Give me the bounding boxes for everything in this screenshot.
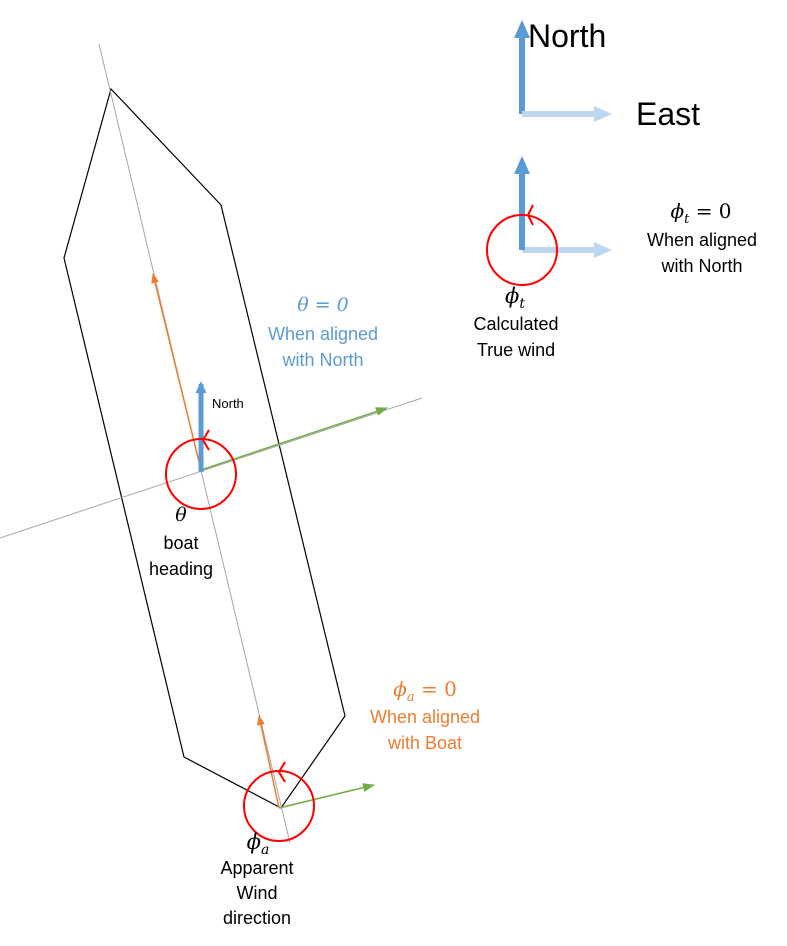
true-wind-arrowhead: [526, 204, 534, 226]
compass-north-label: North: [528, 18, 607, 54]
apparent-wind-boat-arrow: [257, 715, 280, 809]
apparent-wind-desc: Apparent Wind direction: [220, 858, 294, 928]
apparent-wind-zero-desc: When aligned with Boat: [369, 707, 481, 753]
apparent-wind-cross-arrow: [278, 783, 375, 809]
heading-angle-arrowhead: [201, 429, 210, 451]
heading-angle-circle: [165, 438, 237, 510]
apparent-wind-zero-label: ϕa = 0: [393, 677, 457, 705]
boat-cross-arrow: [200, 407, 388, 471]
heading-zero-desc: When aligned with North: [267, 324, 379, 370]
boat-hull-outline: [63, 87, 346, 809]
true-wind-desc: Calculated True wind: [473, 314, 559, 360]
boat-cross-axis: [0, 397, 423, 539]
boat-heading-arrow: [151, 273, 202, 471]
apparent-wind-symbol: ϕa: [246, 830, 270, 859]
compass-east-label: East: [636, 96, 701, 132]
heading-desc: boat heading: [148, 533, 214, 579]
heading-zero-label: θ = 0: [297, 294, 349, 316]
true-wind-symbol: ϕt: [505, 284, 525, 313]
boat-north-label: North: [212, 396, 244, 411]
true-wind-circle: [486, 214, 558, 286]
apparent-wind-arrowhead: [277, 761, 286, 783]
true-wind-zero-desc: When aligned with North: [646, 230, 758, 276]
heading-symbol: θ: [175, 504, 187, 526]
true-wind-zero-label: ϕt = 0: [670, 199, 732, 227]
